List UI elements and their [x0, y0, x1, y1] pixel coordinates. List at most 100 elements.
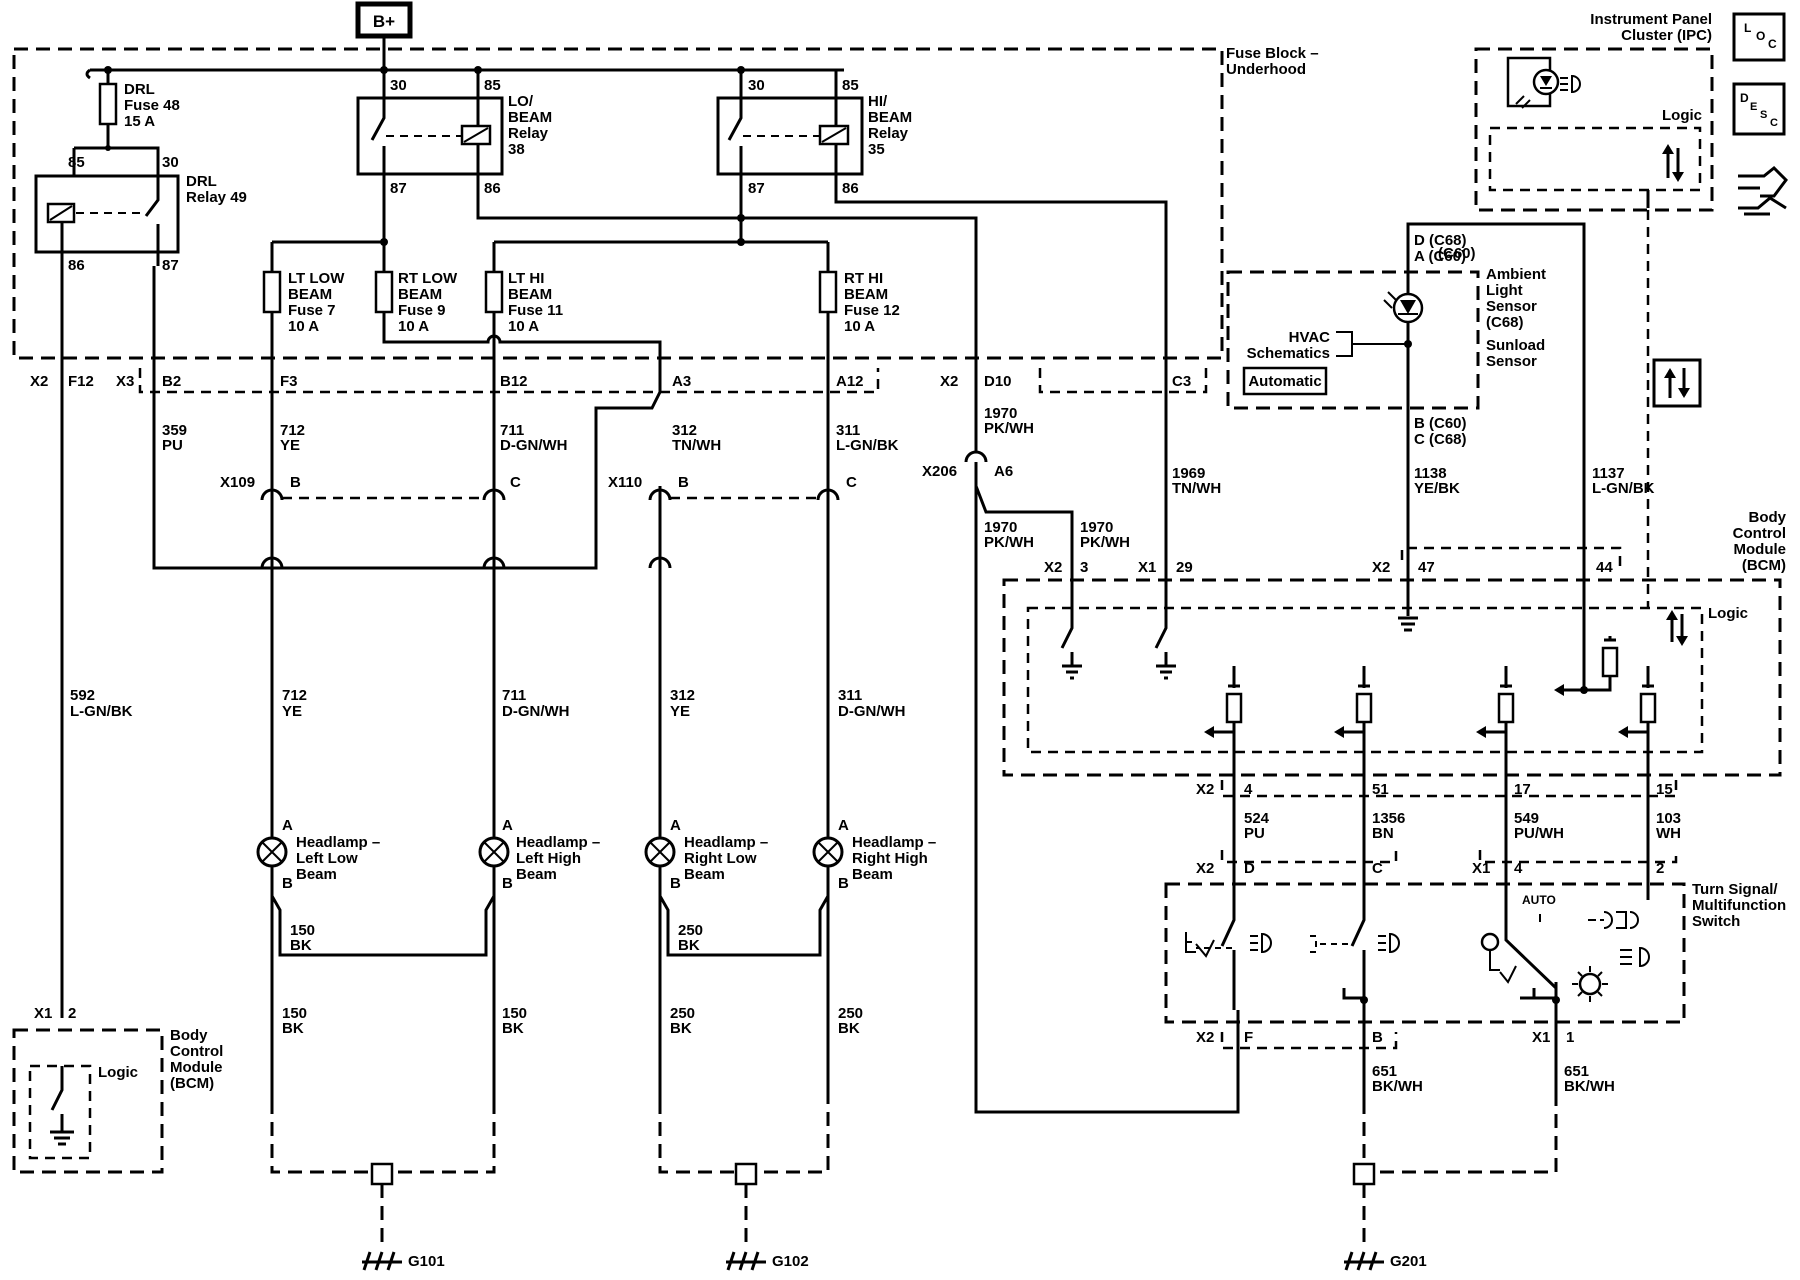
svg-text:HVAC: HVAC [1289, 329, 1331, 346]
svg-text:30: 30 [390, 77, 407, 94]
svg-text:150: 150 [282, 1005, 307, 1022]
fuse-rt-hi-beam-12: RT HI BEAM Fuse 12 10 A [818, 270, 900, 335]
svg-text:BK: BK [282, 1020, 304, 1037]
svg-text:X2: X2 [1196, 781, 1214, 798]
svg-text:Relay 49: Relay 49 [186, 189, 247, 206]
svg-text:311: 311 [838, 687, 862, 704]
svg-text:Multifunction: Multifunction [1692, 897, 1786, 914]
automatic-label: Automatic [1242, 366, 1328, 396]
svg-text:1970: 1970 [984, 405, 1017, 422]
svg-text:D: D [1740, 91, 1749, 105]
fuse-lt-low-beam-7: LT LOW BEAM Fuse 7 10 A [262, 270, 345, 335]
svg-text:D (C68): D (C68) [1414, 232, 1467, 249]
svg-text:Sensor: Sensor [1486, 353, 1537, 370]
ipc-logic-box [1488, 126, 1702, 192]
svg-text:86: 86 [842, 180, 859, 197]
ipc-indicator [1506, 56, 1581, 109]
svg-text:Control: Control [170, 1043, 223, 1060]
svg-text:651: 651 [1372, 1063, 1397, 1080]
svg-text:X1: X1 [1138, 559, 1156, 576]
svg-text:Light: Light [1486, 282, 1523, 299]
svg-text:86: 86 [484, 180, 501, 197]
svg-text:BEAM: BEAM [288, 286, 332, 303]
svg-text:2: 2 [1656, 860, 1664, 877]
svg-text:1970: 1970 [1080, 519, 1113, 536]
svg-text:250: 250 [670, 1005, 695, 1022]
sensor-pins: D (C68) A (C60) B (C60) C (C68) [1414, 232, 1467, 448]
svg-text:B (C60): B (C60) [1414, 415, 1467, 432]
svg-text:87: 87 [162, 257, 179, 274]
fuse-block-pins: X2 F12 X3 B2 F3 B12 A3 A12 X2 D10 C3 [30, 373, 1191, 390]
svg-text:BK: BK [290, 937, 312, 954]
svg-text:4: 4 [1514, 860, 1523, 877]
ambient-light-sensor: (C60) Ambient Light Sensor (C68) Sunload… [1383, 245, 1546, 370]
svg-text:L-GN/BK: L-GN/BK [1592, 480, 1655, 497]
svg-text:B12: B12 [500, 373, 528, 390]
svg-text:86: 86 [68, 257, 85, 274]
svg-text:311: 311 [836, 422, 860, 439]
svg-text:1970: 1970 [984, 519, 1017, 536]
svg-text:Headlamp –: Headlamp – [516, 834, 600, 851]
hi-relay-to-bcm [1154, 358, 1168, 666]
svg-text:D10: D10 [984, 373, 1012, 390]
bcm-lower-left-box [12, 1028, 164, 1174]
svg-text:10 A: 10 A [288, 318, 319, 335]
drl-relay-49 [34, 146, 180, 266]
svg-text:B: B [670, 875, 681, 892]
svg-text:Left Low: Left Low [296, 850, 358, 867]
svg-text:C: C [1768, 37, 1777, 51]
ipc-label: Instrument Panel Cluster (IPC) [1590, 11, 1712, 44]
turn-signal-switch-box [1164, 882, 1686, 1024]
svg-text:250: 250 [838, 1005, 863, 1022]
svg-text:10 A: 10 A [508, 318, 539, 335]
svg-text:B: B [282, 875, 293, 892]
svg-text:2: 2 [68, 1005, 76, 1022]
svg-text:Module: Module [170, 1059, 223, 1076]
hi-relay-86-to-c3 [834, 174, 1168, 358]
ipc-logic-label: Logic [1662, 107, 1702, 124]
svg-text:D-GN/WH: D-GN/WH [838, 703, 906, 720]
svg-text:X2: X2 [940, 373, 958, 390]
svg-text:C: C [510, 474, 521, 491]
fuse-lt-hi-beam-11: LT HI BEAM Fuse 11 10 A [484, 270, 563, 335]
hi-beam-output-bus [492, 174, 830, 272]
svg-text:35: 35 [868, 141, 885, 158]
svg-text:3: 3 [1080, 559, 1088, 576]
svg-text:Beam: Beam [684, 866, 725, 883]
svg-text:103: 103 [1656, 810, 1681, 827]
svg-text:15 A: 15 A [124, 113, 155, 130]
ground-g201: G201 [1344, 1251, 1427, 1271]
ground-g102: G102 [726, 1251, 809, 1271]
drl-fuse-48-label: DRL Fuse 48 15 A [124, 81, 180, 130]
bidirectional-icon [1652, 358, 1702, 408]
svg-text:1356: 1356 [1372, 810, 1405, 827]
svg-text:YE/BK: YE/BK [1414, 480, 1460, 497]
svg-text:Headlamp –: Headlamp – [852, 834, 936, 851]
svg-text:PK/WH: PK/WH [1080, 534, 1130, 551]
svg-text:X1: X1 [34, 1005, 52, 1022]
fuse-block-label: Fuse Block – Underhood [1226, 45, 1319, 78]
svg-text:WH: WH [1656, 825, 1681, 842]
svg-text:LT LOW: LT LOW [288, 270, 345, 287]
svg-text:(C60): (C60) [1438, 245, 1476, 262]
ipc-logic-arrows [1662, 144, 1684, 182]
svg-text:150: 150 [502, 1005, 527, 1022]
svg-text:Schematics: Schematics [1247, 345, 1330, 362]
svg-text:RT LOW: RT LOW [398, 270, 458, 287]
